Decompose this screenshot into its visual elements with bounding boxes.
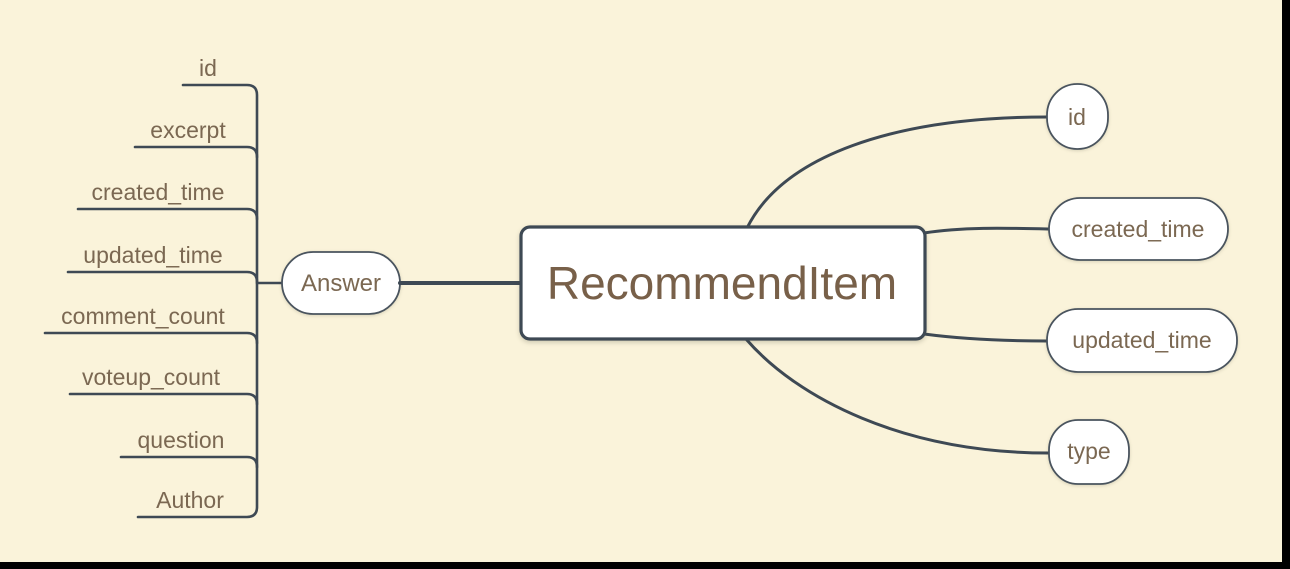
topic-comment-count[interactable]: comment_count	[61, 303, 225, 329]
connector-created-time-right	[922, 226, 1051, 235]
root-topic-label: RecommendItem	[547, 257, 897, 309]
answer-branch: id excerpt created_time updated_time com…	[43, 55, 401, 519]
connector-updated-time-right	[922, 332, 1049, 343]
topic-created-time-left[interactable]: created_time	[92, 179, 225, 205]
topic-answer-label: Answer	[301, 270, 381, 297]
connector-excerpt	[133, 145, 259, 159]
topic-updated-time-left[interactable]: updated_time	[83, 242, 222, 268]
topic-id-right[interactable]	[1046, 83, 1109, 150]
topic-updated-time-right-label: updated_time	[1072, 327, 1211, 353]
topic-created-time-right-label: created_time	[1072, 216, 1205, 242]
connector-created-time	[76, 207, 259, 221]
connector-id	[745, 115, 1049, 230]
right-children: id created_time updated_time type	[1046, 83, 1238, 485]
window-edge-bottom	[0, 562, 1290, 569]
connector-updated-time	[66, 270, 259, 284]
connector-type	[744, 337, 1051, 455]
topic-type[interactable]	[1048, 419, 1130, 485]
answer-children-bracket	[136, 83, 259, 519]
topic-author[interactable]: Author	[156, 487, 224, 513]
topic-voteup-count[interactable]: voteup_count	[82, 364, 221, 390]
topic-excerpt[interactable]: excerpt	[150, 117, 226, 143]
topic-created-time-right[interactable]	[1048, 197, 1229, 261]
topic-type-label: type	[1067, 438, 1110, 464]
root-topic-group: RecommendItem	[519, 225, 927, 341]
topic-id-left[interactable]: id	[199, 55, 217, 81]
connector-question	[119, 455, 259, 469]
topic-id-right-label: id	[1068, 104, 1086, 130]
connector-comment-count	[43, 331, 259, 345]
window-edge-right	[1282, 0, 1290, 569]
root-topic[interactable]	[519, 225, 927, 341]
connector-voteup-count	[68, 392, 259, 406]
topic-question[interactable]: question	[138, 427, 225, 453]
topic-updated-time-right[interactable]	[1046, 308, 1238, 373]
